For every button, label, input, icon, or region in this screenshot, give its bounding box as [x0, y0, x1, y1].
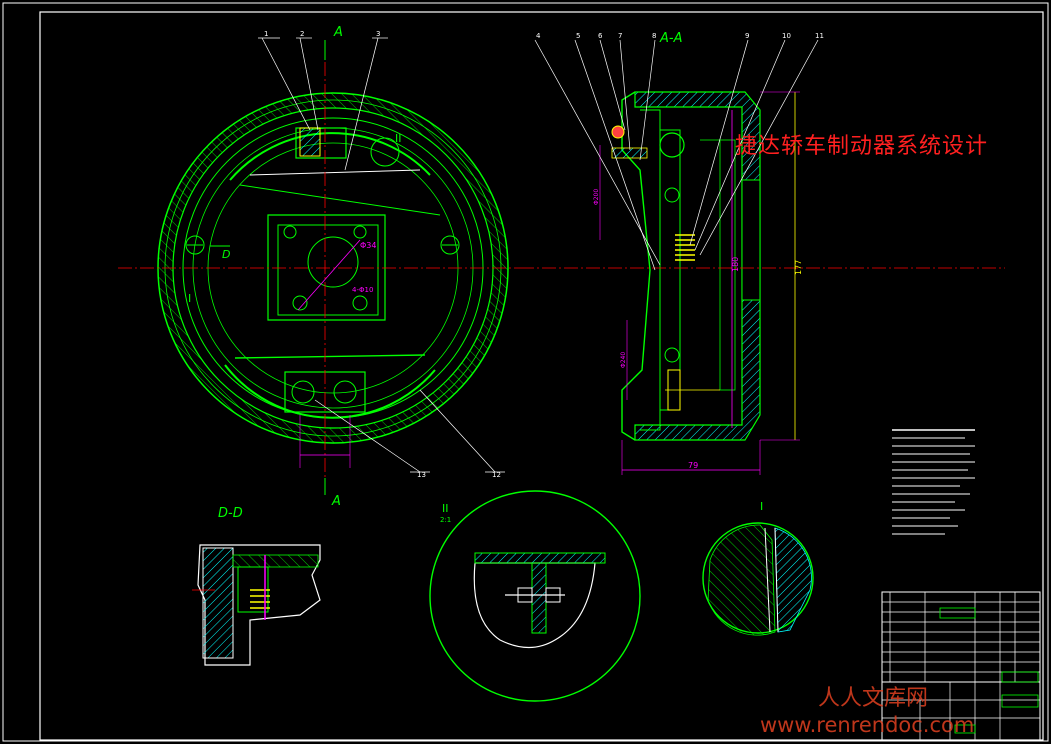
part-12: 12: [492, 471, 501, 479]
inner-frame: [39, 11, 1044, 741]
part-9: 9: [745, 32, 749, 40]
part-3: 3: [376, 30, 380, 38]
part-7: 7: [618, 32, 622, 40]
dim-d34: Φ34: [360, 241, 376, 250]
section-aa-label: A-A: [659, 31, 682, 46]
detail-ii-marker: II: [395, 132, 402, 145]
title-block: [881, 591, 1041, 741]
drawing-title: 捷达轿车制动器系统设计: [735, 134, 989, 159]
technical-notes: [892, 429, 975, 535]
watermark-url: www.renrendoc.com: [760, 713, 975, 737]
part-5: 5: [576, 32, 580, 40]
detail-i-marker: I: [188, 292, 191, 305]
part-10: 10: [782, 32, 791, 40]
part-6: 6: [598, 32, 603, 40]
part-8: 8: [652, 32, 656, 40]
dim-left-2: Φ240: [620, 352, 627, 368]
part-13: 13: [417, 471, 426, 479]
dim-177: 177: [794, 260, 803, 275]
dim-79: 79: [688, 461, 698, 470]
detail-ii-scale: 2:1: [440, 516, 451, 524]
watermark-cn: 人人文库网: [818, 686, 929, 711]
part-1: 1: [264, 30, 268, 38]
part-2: 2: [300, 30, 304, 38]
d-marker: D: [222, 248, 230, 261]
detail-ii-label: II: [442, 502, 449, 515]
dim-180: 180: [731, 257, 740, 272]
part-4: 4: [536, 32, 541, 40]
side-section-view: [520, 39, 1005, 475]
detail-i-label: I: [760, 500, 763, 513]
section-dd-label: D-D: [218, 506, 243, 521]
section-a-top-label: A: [333, 25, 343, 40]
part-11: 11: [815, 32, 824, 40]
dim-left-1: Φ200: [593, 189, 600, 205]
section-a-bottom-label: A: [331, 494, 341, 509]
dd-section-view: [192, 544, 321, 666]
detail-ii-view: [429, 490, 641, 702]
front-view: [118, 37, 520, 495]
detail-i-view: [702, 522, 814, 636]
dim-a: 4-Φ10: [352, 286, 373, 294]
